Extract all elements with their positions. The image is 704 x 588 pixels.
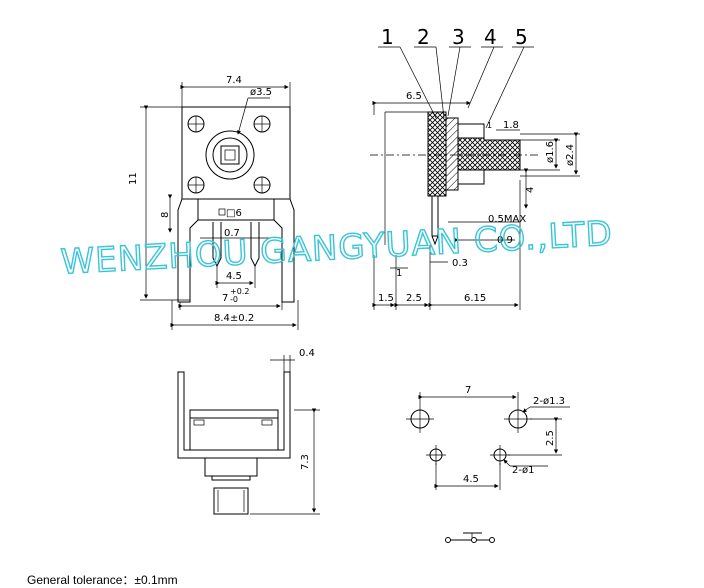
actuator-square	[220, 145, 240, 165]
plunger-section	[457, 137, 521, 171]
actuator-circle	[205, 130, 255, 180]
dim-base-tol-plus: +0.2	[230, 287, 249, 296]
dim-0-3: 0.3	[452, 258, 468, 269]
dim-4: 4	[525, 187, 536, 193]
bottom-frame	[177, 371, 291, 459]
actuator-inner-circle	[212, 137, 248, 173]
dim-1-8: 1.8	[503, 120, 519, 131]
dim-2-dia-1: 2-ø1	[512, 465, 534, 476]
dim-1-5: 1.5	[378, 293, 394, 304]
dim-8: 8	[160, 212, 171, 218]
dim-6-15: 6.15	[464, 293, 486, 304]
pcb-layout: 7 2-ø1.3 2.5 4.5 2-ø1	[406, 385, 570, 543]
dim-7-3: 7.3	[300, 454, 311, 470]
dim-pcb-4-5: 4.5	[463, 474, 479, 485]
dim-pcb-2-5: 2.5	[545, 430, 556, 446]
bottom-actuator	[213, 487, 249, 515]
dim-height: 11	[128, 172, 139, 185]
switch-body-outline	[181, 106, 291, 200]
callout-2: 2	[417, 25, 430, 49]
dim-hole-dia: ø3.5	[250, 87, 272, 98]
dim-1: 1	[487, 121, 492, 130]
dim-2-dia-1-3: 2-ø1.3	[533, 396, 565, 407]
dim-base: 7	[222, 293, 228, 304]
callout-4: 4	[484, 25, 497, 49]
dim-7: 7	[465, 385, 471, 396]
housing-section	[427, 111, 447, 197]
dim-pin: 0.7	[224, 228, 240, 239]
dim-dia-2-4: ø2.4	[565, 144, 576, 166]
dim-top-width: 7.4	[226, 75, 242, 86]
dim-base-tol-minus: -0	[230, 295, 238, 304]
dim-2-5: 2.5	[406, 293, 422, 304]
dim-dia-1-6: ø1.6	[545, 141, 556, 163]
front-view: 7.4 ø3.5 11 □6 0.7 4.5 7 +0.2 -0 8.4±0.2	[128, 75, 299, 330]
dim-overall: 8.4±0.2	[214, 313, 254, 324]
dim-0-4: 0.4	[299, 348, 315, 359]
callout-1: 1	[381, 25, 394, 49]
side-view: 1 2 3 4 5 6.5 1 1.8	[370, 25, 580, 310]
dim-0-9: 0.9	[497, 235, 513, 246]
callout-3: 3	[452, 25, 465, 49]
watermark: WENZHOU GANGYUAN CO.,LTD	[60, 214, 614, 283]
dim-pitch: 4.5	[226, 271, 242, 282]
dim-0-5max: 0.5MAX	[488, 214, 526, 225]
dim-1-b: 1	[396, 268, 402, 279]
dim-6-5: 6.5	[406, 91, 422, 102]
inner-section	[445, 117, 459, 191]
callout-5: 5	[515, 25, 528, 49]
lead	[431, 195, 439, 237]
dim-square: □6	[226, 208, 242, 219]
bottom-view: 0.4 7.3	[177, 348, 320, 515]
tolerance-note: General tolerance：±0.1mm	[27, 573, 178, 587]
